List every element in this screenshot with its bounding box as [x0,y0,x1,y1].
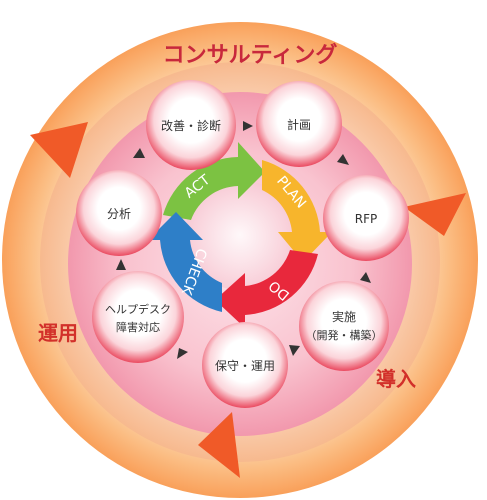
node-plan: 計画 [256,81,342,167]
check-arrow [148,212,222,312]
title: コンサルティング [163,42,338,68]
node-analyze-label: 分析 [107,207,131,221]
connector-arrow-maintain-helpdesk [177,348,188,359]
node-maintain-label: 保守・運用 [215,359,275,373]
node-maintain: 保守・運用 [202,322,288,408]
connector-arrow-analyze-improve [133,148,145,158]
plan-arrow [262,160,332,262]
act-arrow [163,142,265,220]
node-improve-label: 改善・診断 [161,118,221,133]
node-rfp-label: RFP [355,212,377,226]
connector-arrow-helpdesk-analyze [116,259,126,270]
connector-arrow-plan-rfp [337,154,349,165]
node-helpdesk-label-line1: ヘルプデスク [105,302,171,316]
node-implement-label-line2: （開発・構築） [306,328,383,342]
node-helpdesk: ヘルプデスク 障害対応 [92,271,184,363]
triangle-pointer-bottom [198,412,240,478]
connector-arrow-improve-plan [243,121,253,131]
node-implement: 実施 （開発・構築） [299,281,389,371]
node-plan-label: 計画 [287,117,311,132]
triangle-pointer-right [404,193,466,236]
node-improve: 改善・診断 [146,80,236,170]
node-helpdesk-label-line2: 障害対応 [116,320,160,334]
node-rfp: RFP [323,175,409,261]
do-arrow [215,250,318,328]
connector-arrow-implement-maintain [289,345,300,356]
node-implement-label-line1: 実施 [332,309,356,324]
phase-label-operation: 運用 [38,321,78,345]
phase-label-introduction: 導入 [376,367,416,391]
triangle-pointer-left [30,122,88,178]
cycle-core [185,180,295,290]
node-analyze: 分析 [76,170,162,256]
connector-arrow-rfp-implement [360,272,371,283]
